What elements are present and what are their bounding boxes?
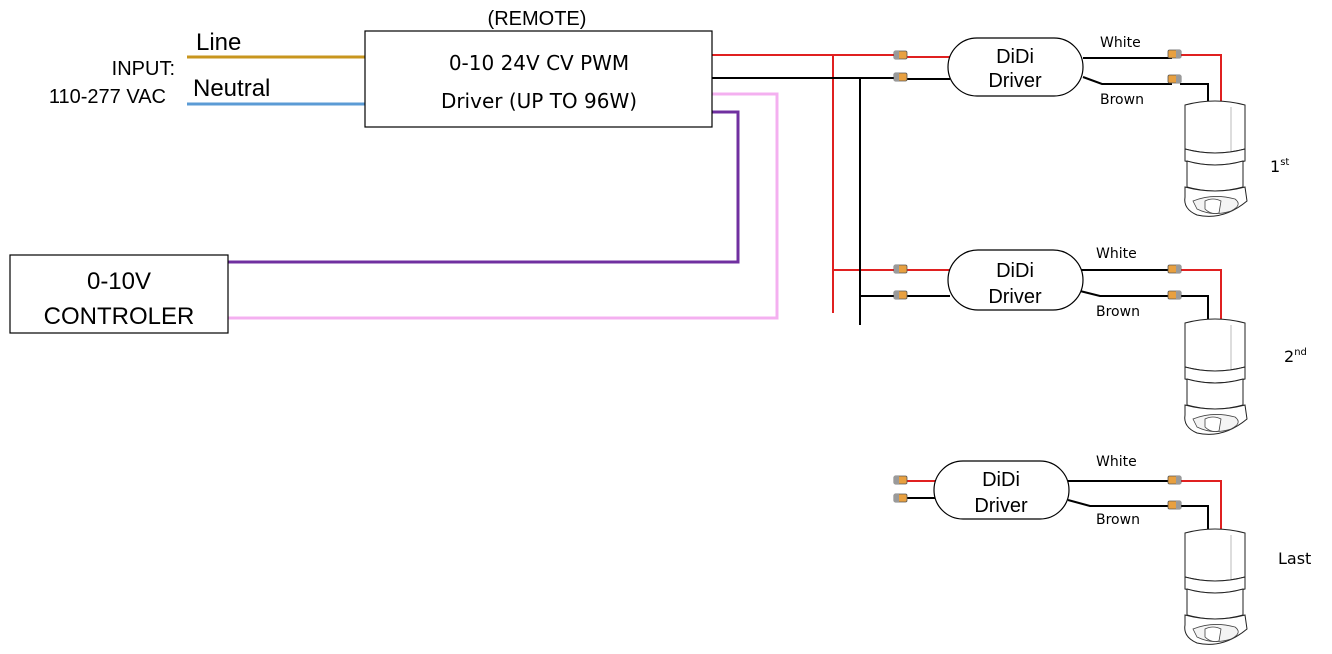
connector-icon	[1167, 475, 1182, 485]
main-driver: (REMOTE) 0-10 24V CV PWM Driver (UP TO 9…	[364, 8, 713, 128]
connector-icon	[1167, 290, 1182, 300]
unit1-out-brown	[1082, 76, 1172, 85]
connector-icon	[893, 475, 908, 485]
didi-unit-3-wiring	[906, 480, 1222, 530]
dim-purple-wire	[228, 110, 740, 264]
didi-driver-1-name: DiDi	[996, 46, 1034, 68]
didi-1-brown-label: Brown	[1100, 92, 1144, 108]
main-driver-line2: Driver (UP TO 96W)	[441, 89, 637, 113]
didi-3-white-label: White	[1096, 454, 1137, 470]
dim-pink-wire	[228, 92, 779, 320]
didi-driver-3-body	[933, 460, 1070, 520]
didi-1-white-label: White	[1100, 35, 1141, 51]
position-1-number: 1	[1270, 157, 1280, 176]
unit3-lamp-pos	[1180, 480, 1222, 530]
connector-icon	[1167, 74, 1182, 84]
dimming-controller: 0-10V CONTROLER	[9, 254, 229, 334]
unit3-out-brown	[1067, 499, 1172, 507]
controller-line2: CONTROLER	[44, 303, 195, 330]
didi-driver-1-body	[947, 37, 1084, 97]
unit2-lamp-neg	[1180, 295, 1209, 320]
connector-icon	[893, 290, 908, 300]
position-2-number: 2	[1284, 347, 1294, 366]
position-label-3: Last	[1278, 549, 1311, 568]
connector-icon	[893, 72, 908, 82]
connector-icon	[893, 264, 908, 274]
didi-driver-2-type: Driver	[988, 286, 1042, 308]
connector-icon	[893, 50, 908, 60]
unit2-lamp-pos	[1180, 269, 1222, 320]
didi-unit-1-wiring	[906, 54, 1222, 101]
input-label: INPUT:	[112, 58, 175, 80]
connector-icon	[1167, 264, 1182, 274]
didi-driver-3-name: DiDi	[982, 469, 1020, 491]
connector-icon	[1167, 500, 1182, 510]
unit1-lamp-neg	[1180, 83, 1209, 101]
didi-unit-2-wiring	[906, 269, 1222, 320]
remote-label: (REMOTE)	[488, 8, 587, 30]
controller-line1: 0-10V	[87, 268, 151, 295]
wire-connectors	[893, 49, 1182, 510]
didi-driver-3-type: Driver	[974, 495, 1028, 517]
unit1-lamp-pos	[1180, 54, 1222, 101]
didi-driver-1: DiDi Driver White Brown	[947, 35, 1144, 108]
didi-driver-3: DiDi Driver White Brown	[933, 454, 1140, 528]
didi-2-brown-label: Brown	[1096, 304, 1140, 320]
position-label-1: 1st	[1270, 157, 1289, 176]
didi-driver-2-body	[947, 249, 1084, 311]
connector-icon	[1167, 49, 1182, 59]
position-2-suffix: nd	[1294, 347, 1307, 358]
didi-3-brown-label: Brown	[1096, 512, 1140, 528]
unit2-out-brown	[1079, 290, 1172, 297]
didi-2-white-label: White	[1096, 246, 1137, 262]
input-voltage: 110-277 VAC	[49, 86, 166, 108]
lamp-1	[1184, 100, 1248, 217]
downlight-icon	[1184, 318, 1248, 435]
line-wire-label: Line	[196, 29, 241, 56]
downlight-icon	[1184, 528, 1248, 645]
didi-driver-2: DiDi Driver White Brown	[947, 246, 1140, 320]
lamp-3	[1184, 528, 1248, 645]
main-driver-line1: 0-10 24V CV PWM	[449, 51, 629, 75]
neutral-wire-label: Neutral	[193, 75, 270, 102]
didi-driver-2-name: DiDi	[996, 260, 1034, 282]
position-label-2: 2nd	[1284, 347, 1307, 366]
lamp-2	[1184, 318, 1248, 435]
downlight-icon	[1184, 100, 1248, 217]
position-1-suffix: st	[1280, 157, 1289, 168]
didi-driver-1-type: Driver	[988, 70, 1042, 92]
main-driver-box	[364, 30, 713, 128]
unit3-lamp-neg	[1180, 505, 1209, 530]
controller-box	[9, 254, 229, 334]
connector-icon	[893, 493, 908, 503]
